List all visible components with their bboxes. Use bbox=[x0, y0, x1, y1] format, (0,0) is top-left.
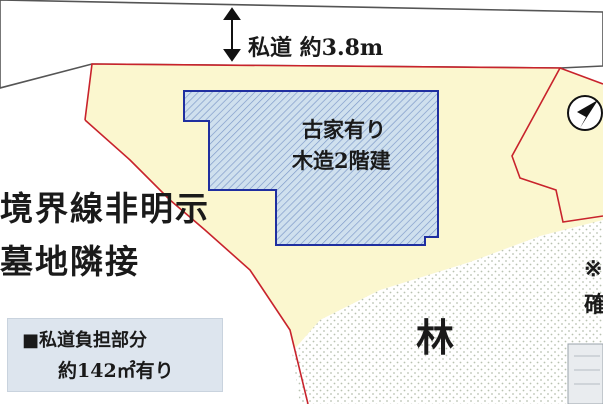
lot-boundary-line bbox=[84, 63, 603, 223]
building-image-fragment bbox=[567, 343, 603, 404]
lot-boundary-line-right bbox=[559, 67, 603, 85]
side-note-mark: ※ bbox=[584, 256, 603, 282]
private-road-burden-box: ■私道負担部分 約142㎡有り bbox=[7, 318, 223, 392]
north-arrow-icon bbox=[567, 95, 603, 131]
side-note-fragment: 確 bbox=[584, 292, 603, 318]
lot-boundary-line-lower bbox=[84, 119, 309, 404]
forest-label: 林 bbox=[416, 315, 455, 360]
house-structure-label: 木造2階建 bbox=[292, 148, 391, 173]
burden-area: 約142㎡有り bbox=[58, 360, 174, 382]
double-arrow-icon bbox=[223, 7, 241, 62]
house-status-label: 古家有り bbox=[302, 117, 386, 142]
old-house-footprint bbox=[183, 90, 439, 246]
burden-title: ■私道負担部分 bbox=[22, 330, 148, 351]
forest-area bbox=[292, 220, 603, 404]
cemetery-adjacent-note: 墓地隣接 bbox=[0, 242, 140, 281]
road-width-label: 私道 約3.8m bbox=[248, 35, 384, 61]
boundary-note: 境界線非明示 bbox=[0, 189, 210, 228]
